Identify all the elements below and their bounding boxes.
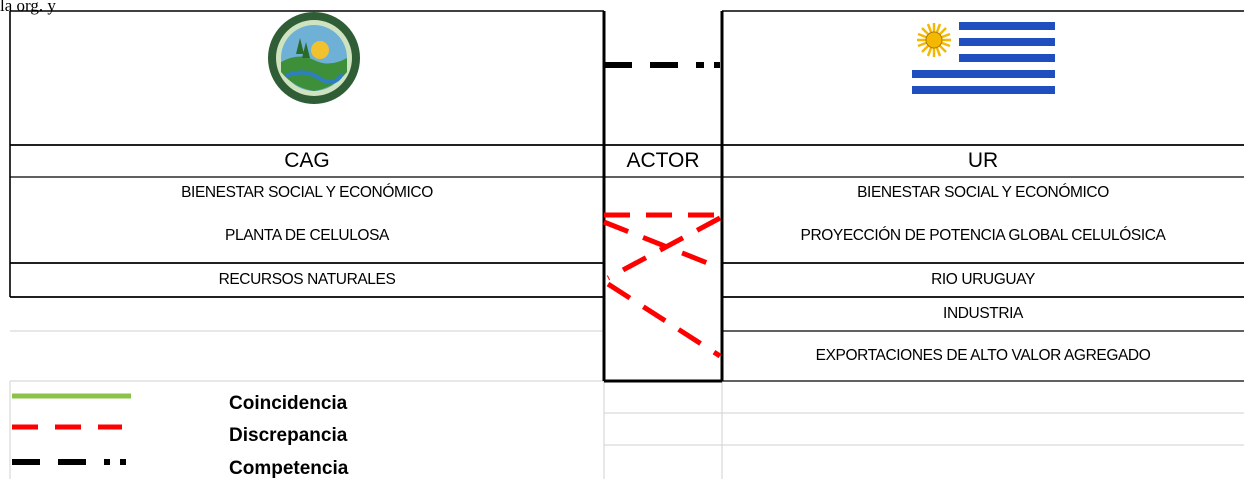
header-ur: UR [967, 149, 999, 172]
link-celulosa-rio [603, 219, 721, 271]
header-actor: ACTOR [626, 149, 700, 172]
uruguay-flag [912, 22, 1055, 94]
legend-coincidence-label: Coincidencia [229, 393, 348, 414]
ur-row-exportaciones: EXPORTACIONES DE ALTO VALOR AGREGADO [815, 347, 1151, 364]
header-cag: CAG [284, 149, 330, 172]
sun-of-may-icon [917, 23, 951, 57]
ur-row-proyeccion: PROYECCIÓN DE POTENCIA GLOBAL CELULÓSICA [800, 227, 1166, 244]
legend-discrepancy-label: Discrepancia [229, 425, 348, 446]
cag-row-bienestar: BIENESTAR SOCIAL Y ECONÓMICO [181, 184, 433, 201]
ur-row-rio: RIO URUGUAY [931, 271, 1035, 288]
ur-row-bienestar: BIENESTAR SOCIAL Y ECONÓMICO [857, 184, 1109, 201]
table-borders [9, 10, 1244, 383]
cag-seal-logo [268, 12, 360, 104]
gridlines [9, 330, 1244, 479]
cag-row-recursos: RECURSOS NATURALES [218, 271, 396, 288]
legend-lines [12, 393, 131, 465]
legend-competition-label: Competencia [229, 458, 349, 479]
link-recursos-proyeccion [606, 215, 722, 281]
link-recursos-exportaciones [606, 281, 722, 359]
discrepancy-links [603, 212, 722, 359]
cag-row-planta: PLANTA DE CELULOSA [225, 227, 389, 244]
ur-row-industria: INDUSTRIA [943, 305, 1023, 322]
